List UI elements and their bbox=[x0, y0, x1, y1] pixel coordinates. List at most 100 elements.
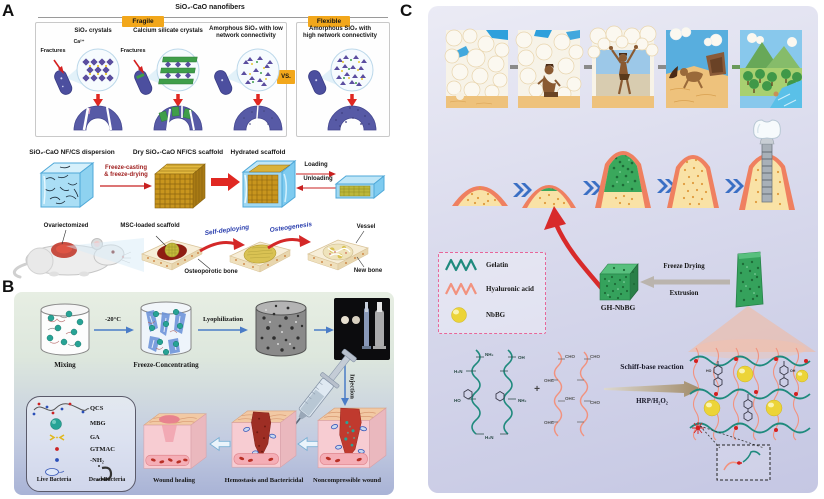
new-bone-pointer bbox=[356, 256, 365, 268]
legend-ha-label: Hyaluronic acid bbox=[486, 285, 534, 293]
loading-label: Loading bbox=[304, 162, 328, 168]
freeze-drying-arrow bbox=[640, 276, 730, 288]
cartoon-tile-1-clouds bbox=[444, 28, 510, 108]
cartoon-tile-5-landscape bbox=[740, 30, 802, 108]
new-bone-label: New bone bbox=[353, 268, 383, 274]
new-bone-slab-3 bbox=[306, 239, 370, 271]
freeze-casting-label: Freeze-casting& freeze-drying bbox=[104, 165, 148, 179]
chem-group-ho-a: HO bbox=[454, 398, 461, 403]
vessel-label: Vessel bbox=[356, 224, 376, 230]
dispersion-label: SiO₂-CaO NF/CS dispersion bbox=[29, 149, 115, 156]
legend-live-bacteria-label: Live Bacteria bbox=[36, 477, 72, 483]
subpanel-sio2-crystals: SiO₂ crystals Fractures Ca²⁺ bbox=[40, 24, 128, 134]
osteoporotic-slab-1 bbox=[140, 235, 204, 271]
chem-group-nh2-b: NH₂ bbox=[518, 398, 527, 403]
syringe-large bbox=[292, 348, 357, 429]
flexible-tag: Flexible bbox=[308, 16, 350, 27]
dry-scaffold-cube bbox=[154, 163, 206, 209]
fragile-tag: Fragile bbox=[122, 16, 164, 27]
injection-arrow bbox=[341, 362, 349, 406]
hydrated-label: Hydrated scaffold bbox=[230, 149, 286, 156]
panel-a-label: A bbox=[2, 1, 15, 20]
wound-healing-block bbox=[143, 413, 207, 470]
plus-sign: + bbox=[534, 384, 540, 395]
cartoon-tile-2-crouching-figure bbox=[515, 30, 584, 108]
msc-scaffold-label: MSC-loaded scaffold bbox=[120, 223, 180, 229]
osteogenesis-arrow bbox=[267, 235, 311, 250]
lyophilization-arrow bbox=[198, 326, 248, 334]
sub2-title: Calcium silicate crystals bbox=[133, 28, 203, 34]
sub2-illustration bbox=[133, 48, 203, 131]
schiff-base-label: Schiff-base reaction bbox=[620, 362, 684, 371]
unloading-label: Unloading bbox=[303, 176, 333, 182]
chem-group-oh-a: OH bbox=[518, 355, 525, 360]
freeze-concentrating-cylinder bbox=[140, 301, 192, 356]
gelatin-chains: NH₂ H₂N OH HO NH₂ H₂N bbox=[454, 349, 527, 440]
chem-group-cho-c: CHO bbox=[590, 400, 600, 405]
noncompressible-label: Noncompressible wound bbox=[313, 477, 381, 484]
osteoporotic-pointer bbox=[197, 258, 211, 270]
chem-group-h2n-b: H₂N bbox=[485, 435, 494, 440]
zoom-cone bbox=[66, 238, 144, 272]
subpanel-calcium-silicate: Calcium silicate crystals Fractures bbox=[120, 24, 208, 134]
chem-group-ohc-c: OHC bbox=[544, 420, 555, 425]
legend-mbg-label: MBG bbox=[90, 420, 106, 427]
scaffold-slab-2 bbox=[228, 241, 292, 273]
hemostasis-label: Hemostasis and Bactericidal bbox=[224, 477, 304, 484]
big-red-arrow bbox=[211, 173, 240, 191]
dry-scaffold-label: Dry SiO₂-CaO NF/CS scaffold bbox=[132, 149, 224, 156]
product-photo bbox=[334, 298, 390, 360]
extrusion-glow-cone bbox=[688, 306, 816, 352]
legend-c-symbols bbox=[445, 258, 477, 323]
loading-arrow bbox=[296, 171, 336, 177]
sub4-title-line1: Amorphous SiO₂ with bbox=[309, 26, 371, 32]
fractures-label-1: Fractures bbox=[40, 48, 66, 54]
hemostasis-block bbox=[231, 410, 297, 468]
self-deploying-arrow bbox=[199, 238, 245, 253]
network-ho-label: HO bbox=[706, 369, 712, 373]
ovariectomized-label: Ovariectomized bbox=[43, 223, 89, 229]
legend-ga-label: GA bbox=[90, 434, 100, 441]
bone-arrow-1 bbox=[513, 183, 532, 197]
unloading-arrow bbox=[296, 185, 336, 191]
mixing-label: Mixing bbox=[54, 361, 76, 369]
legend-dead-bacteria-label: Dead Bacteria bbox=[88, 477, 126, 483]
wound-healing-label: Wound healing bbox=[152, 477, 196, 484]
vessel-pointer bbox=[355, 230, 365, 244]
sub3-title-line1: Amorphous SiO₂ with low bbox=[209, 26, 283, 32]
lyophilized-scaffold-cylinder bbox=[255, 300, 307, 357]
extrusion-label: Extrusion bbox=[669, 290, 699, 297]
injection-label: Injection bbox=[348, 373, 356, 399]
hyaluronic-chains: CHO OHC CHO OHC CHO OHC bbox=[544, 351, 600, 437]
noncompressible-wound-block bbox=[317, 407, 387, 469]
crosslink-inset-box bbox=[716, 444, 771, 481]
inset-connector-lines bbox=[699, 425, 765, 449]
panel-b-label: B bbox=[2, 277, 15, 296]
sub4-title-line2: high network connectivity bbox=[302, 33, 377, 40]
freeze-drying-label: Freeze Drying bbox=[663, 263, 705, 270]
chem-group-nh2-a: NH₂ bbox=[485, 352, 494, 357]
network-oh-label: OH bbox=[790, 369, 796, 373]
hydrogel-network: HO OH bbox=[689, 339, 811, 441]
legend-qcs-label: QCS bbox=[90, 405, 104, 412]
hrp-label: HRP/H₂O₂ bbox=[636, 397, 668, 405]
dispersion-cube bbox=[39, 161, 95, 209]
bone-arrow-4 bbox=[725, 179, 744, 193]
sub1-illustration bbox=[53, 48, 123, 131]
schiff-reaction-arrow bbox=[604, 381, 702, 397]
legend-nbbg-label: NbBG bbox=[486, 311, 506, 319]
gh-nbbg-label: GH-NbBG bbox=[600, 303, 636, 312]
cartoon-tile-4-crawling-figure bbox=[666, 26, 728, 108]
a-title: SiO₂-CaO nanofibers bbox=[175, 4, 245, 11]
hollow-arrow-1 bbox=[209, 436, 231, 452]
chem-group-ohc-b: OHC bbox=[565, 396, 576, 401]
sub3-illustration bbox=[214, 48, 283, 131]
bone-stage-1 bbox=[452, 186, 508, 206]
compressed-scaffold bbox=[334, 174, 386, 200]
sub4-illustration bbox=[308, 48, 377, 131]
chem-group-ohc-a: OHC bbox=[544, 378, 555, 383]
panel-b-legend bbox=[26, 396, 136, 492]
